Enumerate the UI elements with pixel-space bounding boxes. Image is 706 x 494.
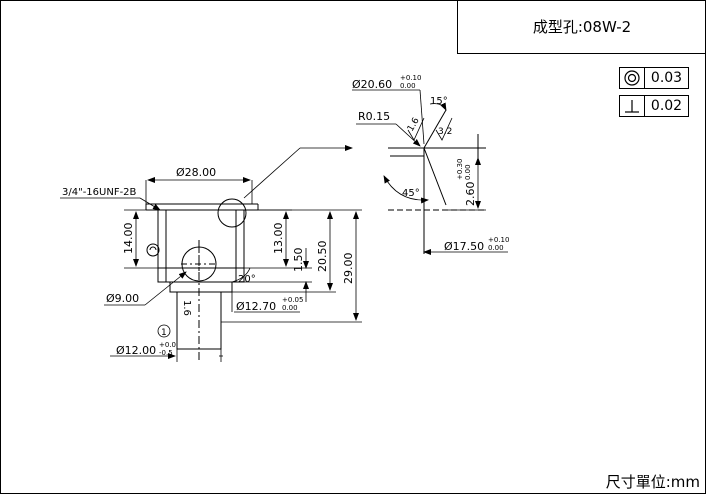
drawing-title: 成型孔:08W-2 — [532, 18, 632, 36]
dim-d2060-tol-up: +0.10 — [400, 74, 421, 82]
dim-d9-label: Ø9.00 — [106, 292, 139, 305]
dim-d12-label: Ø12.00 — [116, 344, 156, 357]
part-outline — [145, 198, 259, 360]
roughness-32-label: 3.2 — [438, 127, 452, 137]
dim-d1750-tol-low: 0.00 — [488, 244, 504, 252]
tolerance-row: 0.02 — [619, 95, 689, 117]
tolerance-table: 0.03 0.02 — [619, 67, 689, 123]
roughness-label: 1.6 — [181, 300, 192, 316]
dim-d1270-label: Ø12.70 — [236, 300, 276, 313]
dim-d28-label: Ø28.00 — [176, 166, 216, 179]
dim-h150-label: 1.50 — [292, 248, 305, 273]
dim-d1270-tol-low: 0.00 — [282, 304, 298, 312]
dim-d2060-label: Ø20.60 — [352, 78, 392, 91]
r015-label: R0.15 — [358, 110, 390, 123]
dim-d1270-tol-up: +0.05 — [282, 296, 303, 304]
dim-h260-tol-up: +0.30 — [456, 159, 464, 180]
roughness-16-label: 1.6 — [406, 116, 422, 134]
dim-h13-label: 13.00 — [272, 223, 285, 255]
angle45-label: 45° — [402, 188, 420, 199]
dim-d2060-tol-low: 0.00 — [400, 82, 416, 90]
tolerance-row: 0.03 — [619, 67, 689, 89]
dim-h29-label: 29.00 — [342, 253, 355, 285]
angle15-label: 15° — [430, 96, 448, 107]
dim-d1750-label: Ø17.50 — [444, 240, 484, 253]
title-block: 成型孔:08W-2 — [457, 0, 706, 54]
dim-d12-tol-low: -0.5 — [159, 349, 173, 357]
perpendicularity-value: 0.02 — [650, 98, 683, 114]
dim-h260-label: 2.60 — [464, 182, 477, 207]
thread-label: 3/4"-16UNF-2B — [62, 187, 137, 198]
dim-d12-tol-up: +0.0 — [159, 341, 176, 349]
perpendicularity-icon — [620, 96, 645, 116]
dim-h260-tol-low: 0.00 — [464, 164, 472, 180]
concentricity-icon — [620, 68, 645, 88]
dim-h14-label: 14.00 — [122, 223, 135, 255]
dim-d1750-tol-up: +0.10 — [488, 236, 509, 244]
dim-h2050-label: 20.50 — [316, 241, 329, 273]
angle20-label: 20° — [238, 274, 256, 285]
note-circle — [157, 324, 171, 338]
units-label: 尺寸單位:mm — [605, 473, 700, 491]
concentricity-value: 0.03 — [650, 70, 683, 86]
note1-label: 1 — [161, 328, 167, 338]
